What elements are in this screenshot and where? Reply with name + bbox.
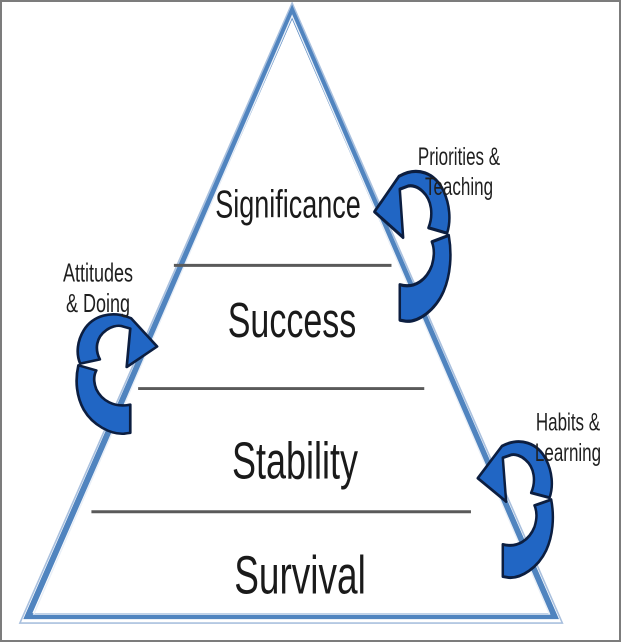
cycle-arrow-head xyxy=(76,313,159,369)
cycle-arrow-icon-top-right xyxy=(373,169,452,323)
cycle-arrow-tail xyxy=(501,498,555,579)
level-label-survival: Survival xyxy=(234,545,366,605)
cycle-arrow-head xyxy=(373,169,451,240)
cycle-arrow-icon-bottom-right xyxy=(476,440,555,579)
level-label-significance: Significance xyxy=(215,182,361,227)
level-label-stability: Stability xyxy=(231,430,359,490)
annotation-priorities-teaching: Priorities & Teaching xyxy=(417,143,501,201)
cycle-arrow-tail xyxy=(398,233,452,323)
cycle-arrow-head xyxy=(476,440,554,504)
annotation-attitudes-doing: Attitudes & Doing xyxy=(62,258,134,318)
cycle-arrow-icon-left xyxy=(75,313,159,435)
cycle-arrow-tail xyxy=(75,364,132,435)
annotation-habits-learning: Habits & Learning xyxy=(534,409,602,467)
level-label-success: Success xyxy=(227,293,357,349)
